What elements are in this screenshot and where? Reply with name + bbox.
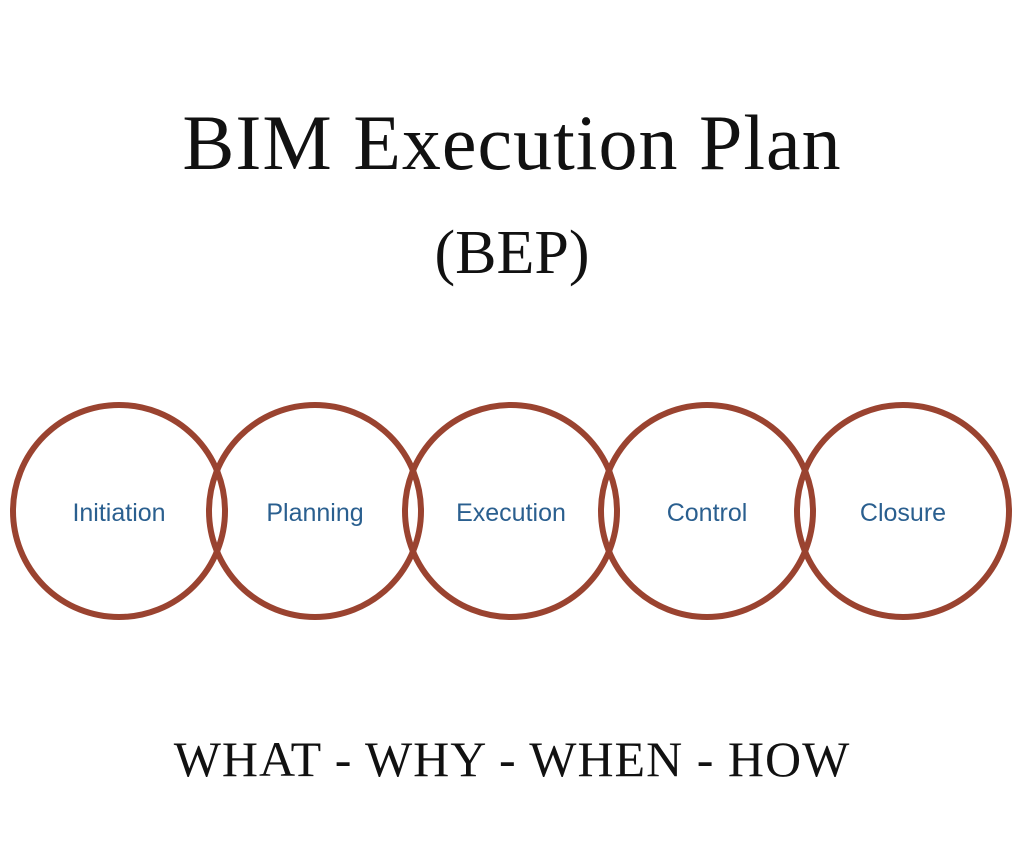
phase-circle-closure <box>794 402 1012 620</box>
diagram-subtitle: (BEP) <box>434 219 590 287</box>
phase-circle-planning <box>206 402 424 620</box>
phase-circle-control <box>598 402 816 620</box>
phase-label-initiation: Initiation <box>72 499 165 527</box>
phase-label-closure: Closure <box>860 499 946 527</box>
phase-circle-execution <box>402 402 620 620</box>
footer-tagline: WHAT - WHY - WHEN - HOW <box>173 731 851 787</box>
phase-label-control: Control <box>667 499 748 527</box>
phase-label-planning: Planning <box>266 499 363 527</box>
phase-label-execution: Execution <box>456 499 566 527</box>
phase-circle-initiation <box>10 402 228 620</box>
diagram-title: BIM Execution Plan <box>182 99 842 186</box>
